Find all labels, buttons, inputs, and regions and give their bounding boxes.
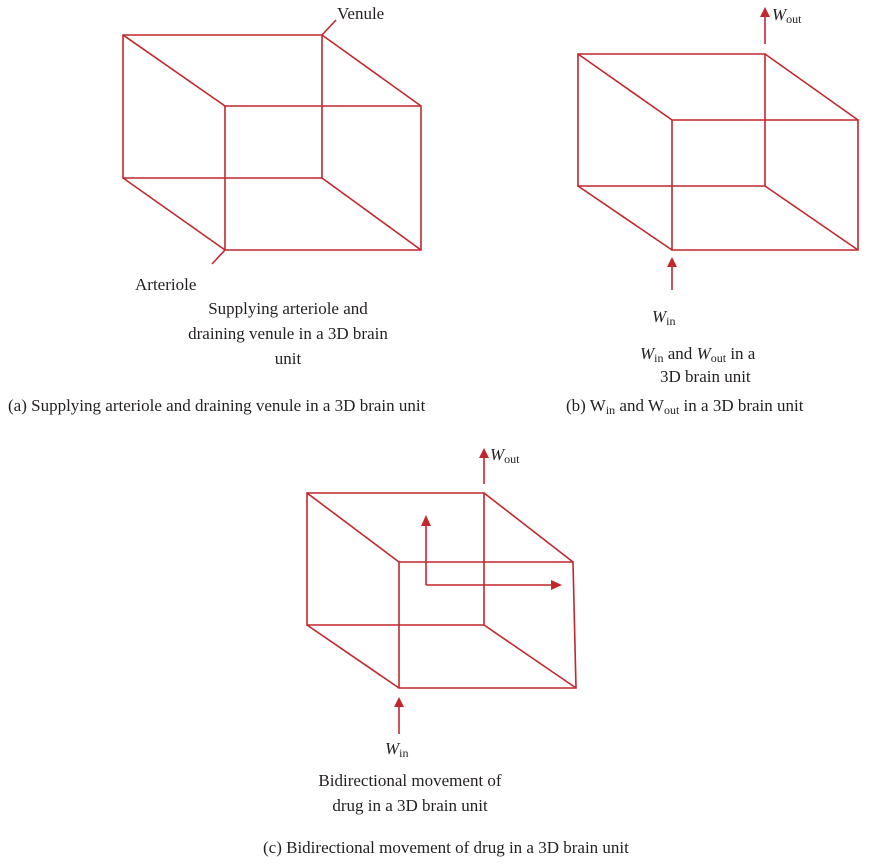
cube-b-edge [577,185,673,251]
in-subscript: in [666,314,676,328]
panel-b-inner-caption-line2: 3D brain unit [660,367,751,386]
w-in-arrowhead-c [394,697,404,707]
panel-a-inner-caption-line: Supplying arteriole and [208,299,368,318]
w-out-arrowhead-c [479,448,489,458]
venule-pointer [321,19,337,36]
cube-c-edge [483,492,574,563]
arteriole-pointer [211,249,226,265]
out-subscript: out [504,452,520,466]
panel-a-inner-caption: Supplying arteriole and draining venule … [158,296,418,371]
w-out-label-b: Wout [772,6,802,25]
w-out-arrowhead-b [760,7,770,17]
w-symbol: W [696,344,711,363]
panel-a-caption: (a) Supplying arteriole and draining ven… [8,396,426,415]
cube-b-edge [577,53,673,121]
panel-b-caption: (b) Win and Wout in a 3D brain unit [566,397,803,416]
in-subscript: in [605,403,616,417]
panel-a-inner-caption-line: draining venule in a 3D brain [188,324,388,343]
in-a-text: in a [726,344,756,363]
cube-c-edge [306,624,400,689]
cube-b-edge [764,185,859,251]
and-text: and [663,344,697,363]
panel-c-inner-caption: Bidirectional movement of drug in a 3D b… [290,768,530,818]
w-out-label-c: Wout [490,446,520,465]
cube-a-edge [321,34,422,107]
w-in-label-b: Win [652,308,676,327]
cube-a-edge [122,177,226,251]
w-in-label-c: Win [385,740,409,759]
bidirectional-arrowhead-right [551,580,562,590]
out-subscript: out [710,351,727,365]
panel-c-inner-caption-line: Bidirectional movement of [318,771,502,790]
cube-c-edge [306,492,400,563]
w-symbol: W [640,344,655,363]
panel-c-caption: (c) Bidirectional movement of drug in a … [263,838,629,857]
out-subscript: out [663,403,680,417]
w-symbol: W [772,5,787,24]
panel-b-inner-caption-line1: Win and Wout in a [640,345,755,364]
cube-b [577,7,859,290]
cube-c [306,448,577,734]
caption-mid: and W [615,396,664,415]
cube-a-edge [122,34,226,107]
in-subscript: in [399,746,409,760]
cube-a [122,19,422,265]
venule-label: Venule [337,4,385,23]
out-subscript: out [786,12,802,26]
arteriole-label: Arteriole [135,275,197,294]
caption-prefix: (b) W [566,396,606,415]
cube-c-edge [483,624,577,689]
cube-a-edge [321,177,422,251]
cube-b-edge [764,53,859,121]
bidirectional-arrowhead-up [421,515,431,526]
w-symbol: W [490,445,505,464]
panel-c-inner-caption-line: drug in a 3D brain unit [332,796,488,815]
w-symbol: W [652,307,667,326]
panel-a-inner-caption-line: unit [274,349,302,368]
in-subscript: in [654,351,664,365]
w-symbol: W [385,739,400,758]
w-in-arrowhead-b [667,257,677,267]
caption-suffix: in a 3D brain unit [679,396,804,415]
